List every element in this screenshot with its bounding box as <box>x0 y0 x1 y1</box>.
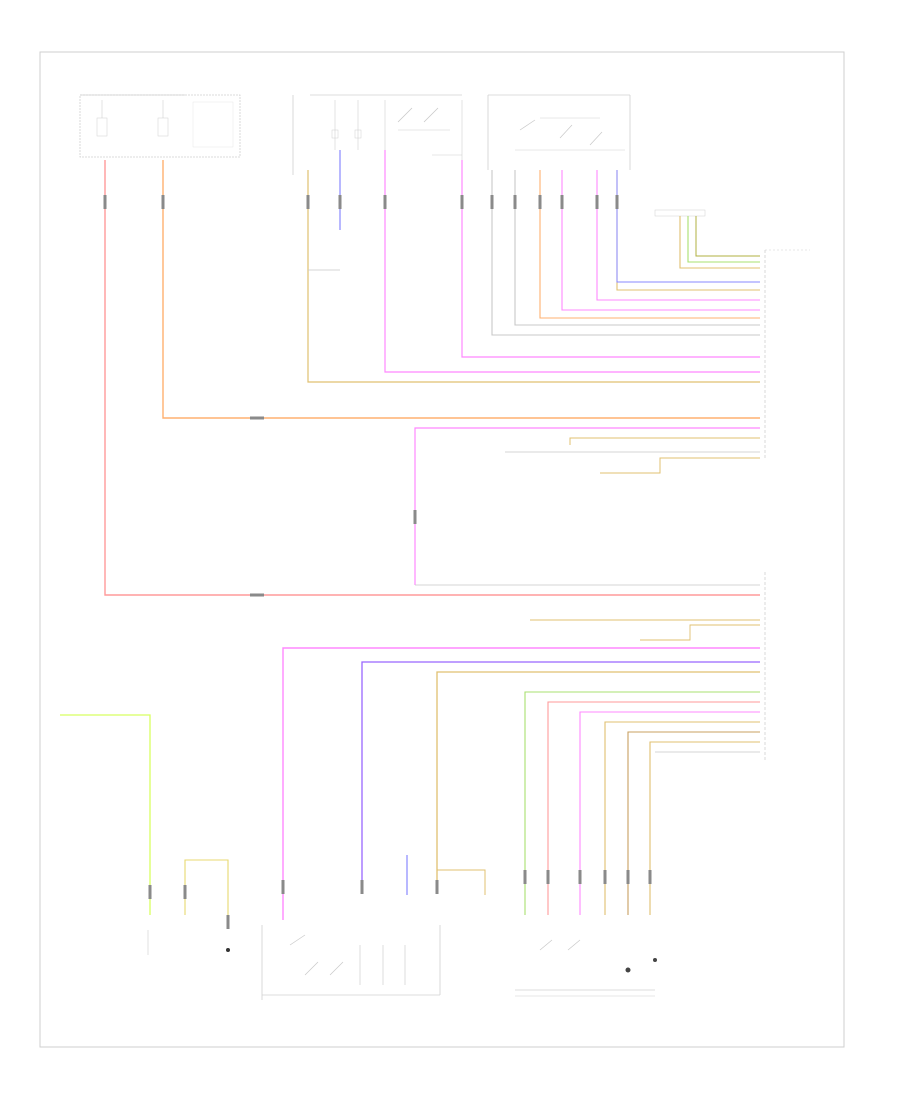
wire-28 <box>437 869 486 895</box>
right-rear-window-switch <box>515 939 657 997</box>
diagram-border <box>39 51 845 1048</box>
wire-25 <box>361 661 760 880</box>
wire-11 <box>596 170 760 301</box>
wire-14 <box>679 216 760 269</box>
wire-tag-group <box>103 195 652 929</box>
wire-tag <box>595 195 599 209</box>
wire-group <box>60 150 760 920</box>
wire-tag <box>226 915 230 929</box>
wire-0 <box>104 160 760 596</box>
wire-tag <box>648 870 652 884</box>
wire-2 <box>307 170 760 383</box>
wire-tag <box>523 870 527 884</box>
wire-30 <box>547 701 760 915</box>
wire-tag <box>306 195 310 209</box>
wire-20 <box>600 457 760 474</box>
wire-tag <box>460 195 464 209</box>
right-rear-window-motor <box>147 930 230 955</box>
wire-tag <box>578 870 582 884</box>
wire-tag <box>281 880 285 894</box>
wire-tag <box>546 870 550 884</box>
wire-18 <box>569 437 760 445</box>
wire-16 <box>695 216 760 257</box>
right-rear-door-lock-switch <box>261 925 441 1000</box>
wire-37 <box>184 859 229 915</box>
wire-29 <box>524 691 760 915</box>
wire-36 <box>60 714 151 915</box>
wire-8 <box>514 170 760 326</box>
wire-tag <box>513 195 517 209</box>
wire-15 <box>687 216 760 263</box>
wire-tag <box>383 195 387 209</box>
wire-26 <box>436 671 760 880</box>
wire-9 <box>539 170 760 319</box>
fuse-box <box>79 94 241 158</box>
wire-5 <box>461 160 760 358</box>
wire-tag <box>413 510 417 524</box>
wire-32 <box>604 721 760 915</box>
wire-tag <box>103 195 107 209</box>
data-link-connector <box>654 209 706 217</box>
front-pass-window-switch <box>292 94 463 175</box>
wire-tag <box>626 870 630 884</box>
front-pass-door-switch <box>487 94 631 170</box>
wire-tag <box>338 195 342 209</box>
wire-tag <box>560 195 564 209</box>
wire-17 <box>414 427 760 585</box>
wire-24 <box>282 647 760 920</box>
wire-tag <box>250 416 264 420</box>
wire-tag <box>250 593 264 597</box>
wire-4 <box>384 150 760 373</box>
wire-tag <box>538 195 542 209</box>
wire-tag <box>435 880 439 894</box>
wire-10 <box>561 170 760 311</box>
wire-tag <box>603 870 607 884</box>
wire-tag <box>490 195 494 209</box>
wire-33 <box>627 731 760 915</box>
wire-tag <box>615 195 619 209</box>
wire-tag <box>161 195 165 209</box>
wire-tag <box>360 880 364 894</box>
wire-7 <box>491 170 760 336</box>
wire-tag <box>148 885 152 899</box>
wire-31 <box>579 711 760 915</box>
front-pass-door-module <box>764 249 810 460</box>
wire-23 <box>640 624 760 641</box>
wire-34 <box>649 741 760 915</box>
wire-tag <box>183 885 187 899</box>
wire-1 <box>162 160 760 419</box>
